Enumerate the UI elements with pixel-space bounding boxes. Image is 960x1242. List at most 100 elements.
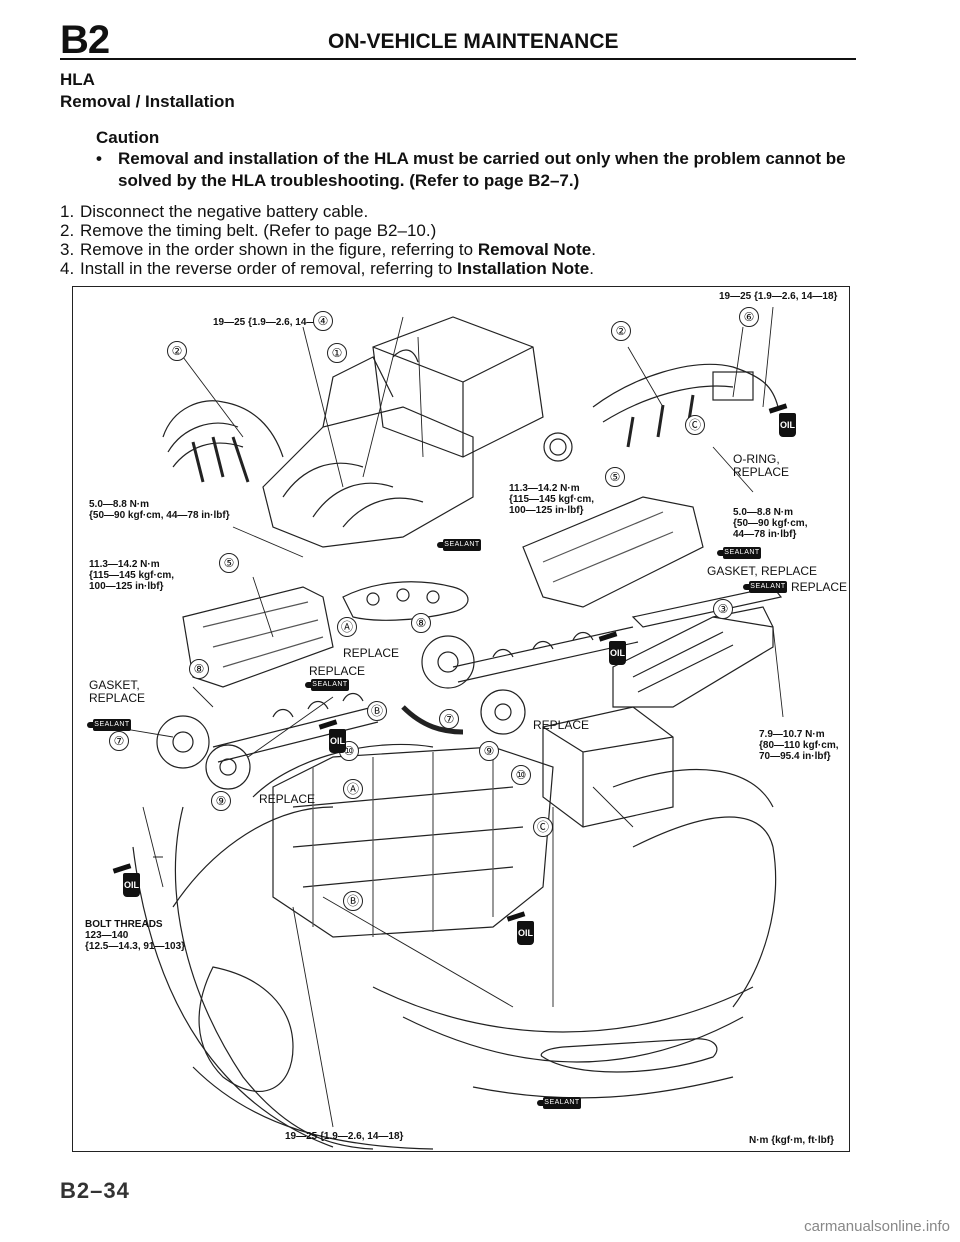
cam-pulley-right-2 [480,689,526,735]
units-legend: N·m {kgf·m, ft·lbf} [749,1135,834,1146]
engine-block-outline [272,746,554,938]
gasket-replace-label-left: GASKET, REPLACE [89,678,146,705]
oring-replace-label: O-RING, REPLACE [733,452,790,479]
section-subtitle: Removal / Installation [60,92,235,111]
radiator-shroud [612,616,774,708]
replace-label-lower: REPLACE [533,718,590,732]
step-end: . [591,240,596,259]
headlight-outline [198,966,294,1093]
torque-label-center: 11.3—14.2 N·m {115—145 kgf·cm, 100—125 i… [509,483,595,516]
intake-hose-opening [543,432,573,462]
plug-wires-right [592,363,779,408]
callout-c: Ⓒ [685,415,705,435]
step-text: Remove the timing belt. (Refer to page B… [80,221,437,240]
step-text: Disconnect the negative battery cable. [80,202,369,221]
step-number: 2. [60,221,75,240]
section-code: B2 [60,18,110,62]
callout-8: ⑧ [189,659,209,679]
replace-label-right: REPLACE [791,580,848,594]
engine-drawing [112,306,784,1150]
bumper-line [372,986,754,1033]
step-item: 4. Install in the reverse order of remov… [60,259,860,278]
torque-label-bottom: 19—25 {1.9—2.6, 14—18} [285,1131,404,1142]
step-emphasis: Installation Note [457,259,590,278]
sealant-icon: SEALANT [537,1097,581,1109]
caution-text: Removal and installation of the HLA must… [118,149,846,190]
callout-5: ⑤ [605,467,625,487]
callout-10: ⑩ [511,765,531,785]
distributor-cap [712,371,754,401]
cam-pulley-left-1 [156,715,210,769]
torque-label-left-mid: 11.3—14.2 N·m {115—145 kgf·cm, 100—125 i… [89,559,175,592]
torque-label-bolt-threads: BOLT THREADS 123—140 {12.5—14.3, 91—103} [85,919,186,952]
intake-manifold [262,406,474,548]
car-fender-line [132,846,334,1148]
step-text: Remove in the order shown in the figure,… [80,240,478,259]
step-text: Install in the reverse order of removal,… [80,259,457,278]
callout-2: ② [167,341,187,361]
air-cleaner [372,316,544,458]
sealant-icon: SEALANT [437,539,481,551]
replace-label-bottom: REPLACE [259,792,316,806]
oil-can-icon: OIL [517,921,534,945]
callout-8: ⑧ [411,613,431,633]
bullet-glyph: • [96,149,102,168]
torque-label-top-right: 19—25 {1.9—2.6, 14—18} [719,291,838,302]
oil-can-icon: OIL [609,641,626,665]
callout-a: Ⓐ [343,779,363,799]
callout-5: ⑤ [219,553,239,573]
procedure-steps: 1. Disconnect the negative battery cable… [60,202,860,278]
callout-b: Ⓑ [343,891,363,911]
sealant-icon: SEALANT [305,679,349,691]
callout-4: ④ [313,311,333,331]
torque-label-top-left: 19—25 {1.9—2.6, 14—18} [213,317,332,328]
callout-9: ⑨ [211,791,231,811]
step-item: 1. Disconnect the negative battery cable… [60,202,860,221]
step-number: 1. [60,202,75,221]
callout-9: ⑨ [479,741,499,761]
step-number: 4. [60,259,75,278]
callout-3: ③ [713,599,733,619]
callout-7: ⑦ [109,731,129,751]
step-number: 3. [60,240,75,259]
watermark: carmanualsonline.info [804,1218,950,1235]
step-end: . [589,259,594,278]
torque-label-right-low: 7.9—10.7 N·m {80—110 kgf·cm, 70—95.4 in·… [759,729,839,762]
cylinder-head-cover-right [522,496,704,608]
callout-6: ⑥ [739,307,759,327]
page-header-title: ON-VEHICLE MAINTENANCE [328,30,619,53]
coolant-hose [401,705,464,735]
caution-bullet-item: • Removal and installation of the HLA mu… [96,148,856,192]
cam-pulley-right-1 [421,635,475,689]
exploded-view-figure: 19—25 {1.9—2.6, 14—18} 19—25 {1.9—2.6, 1… [72,286,850,1152]
callout-a: Ⓐ [337,617,357,637]
gasket-replace-label-right: GASKET, REPLACE [707,564,818,578]
step-item: 2. Remove the timing belt. (Refer to pag… [60,221,860,240]
camshaft-left [212,706,379,763]
sealant-icon: SEALANT [717,547,761,559]
section-title: HLA [60,70,95,89]
callout-c: Ⓒ [533,817,553,837]
callout-b: Ⓑ [367,701,387,721]
page-number: B2–34 [60,1178,130,1203]
replace-label-center: REPLACE [343,646,400,660]
step-item: 3. Remove in the order shown in the figu… [60,240,860,259]
grille-outline [540,1038,718,1073]
torque-label-left-cover: 5.0—8.8 N·m {50—90 kgf·cm, 44—78 in·lbf} [89,499,230,521]
plug-wires-left [162,400,284,458]
camshaft-right [452,626,639,683]
oil-can-icon: OIL [779,413,796,437]
gasket-right [631,586,783,628]
step-emphasis: Removal Note [477,240,592,259]
torque-label-right-cover: 5.0—8.8 N·m {50—90 kgf·cm, 44—78 in·lbf} [733,507,808,540]
replace-label-center-2: REPLACE [309,664,366,678]
cam-pulley-left-2 [205,744,251,790]
intake-gasket [342,581,469,621]
caution-label: Caution [96,128,160,147]
sealant-icon: SEALANT [743,581,787,593]
oil-can-icon: OIL [329,729,346,753]
callout-2: ② [611,321,631,341]
oil-can-icon: OIL [123,873,140,897]
callout-1: ① [327,343,347,363]
header-rule [60,58,856,60]
